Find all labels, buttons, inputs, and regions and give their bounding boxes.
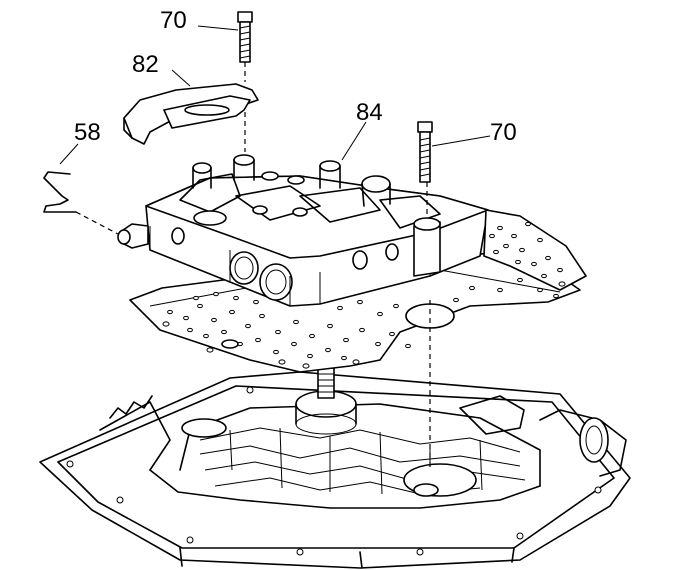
callout-70-right: 70: [490, 119, 517, 146]
bolt-70-top: [237, 11, 253, 152]
spacer-plate-holes: [162, 277, 559, 369]
callout-82: 82: [132, 51, 159, 78]
callout-70-top: 70: [160, 7, 187, 34]
callout-58: 58: [74, 119, 101, 146]
valve-body: [117, 154, 489, 307]
wire-58: [43, 171, 119, 235]
callout-labels: 70 82 58 84 70: [74, 7, 517, 146]
bolt-70-right: [417, 121, 433, 470]
leader-lines: [59, 25, 491, 165]
transmission-case: [39, 367, 631, 569]
right-plate-holes: [489, 221, 566, 287]
callout-84: 84: [356, 99, 383, 126]
bracket-82: [123, 83, 259, 145]
valve-body-plate-right: [483, 209, 587, 291]
